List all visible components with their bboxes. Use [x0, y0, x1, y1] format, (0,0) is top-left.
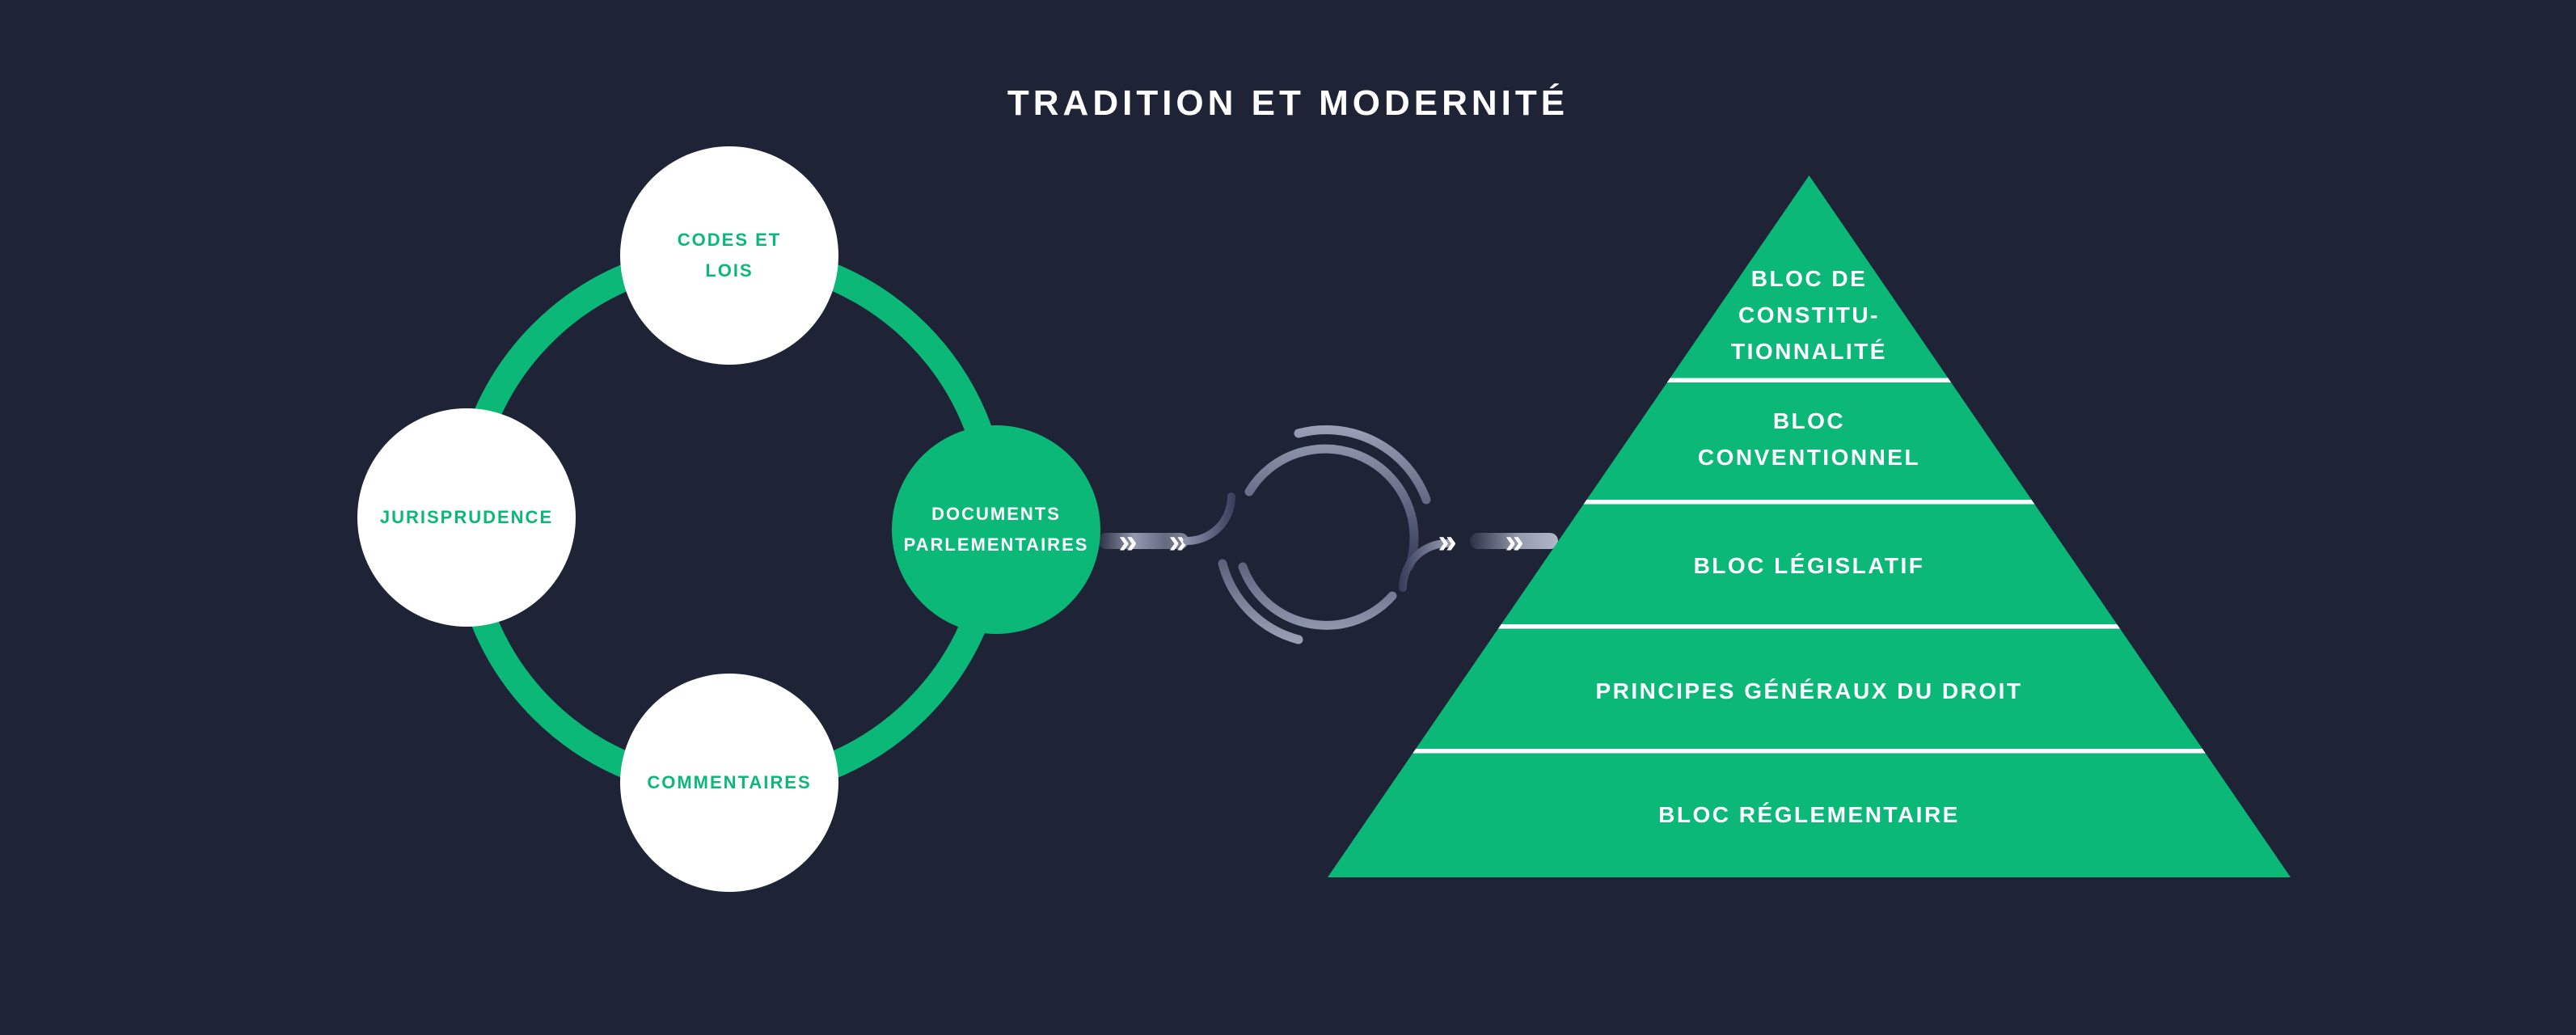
cycle-node-codes-et-lois: CODES ET LOIS [620, 146, 838, 365]
pyramid [1328, 175, 2291, 877]
loop-outer-arc-top [1294, 425, 1431, 505]
pyramid-label-line: TIONNALITÉ [1731, 339, 1887, 364]
chevron-icon: » [1118, 522, 1137, 560]
node-label-line: CODES ET [677, 230, 782, 250]
loop-inner-arc-bottom [1238, 562, 1397, 630]
loop-tail-right [1399, 539, 1451, 592]
chevron-icon: » [1505, 522, 1523, 560]
node-label-line: PARLEMENTAIRES [903, 534, 1089, 555]
flow-band-right: » [1470, 522, 1558, 560]
node-label-line: JURISPRUDENCE [379, 507, 554, 527]
pyramid-label-line: BLOC [1772, 408, 1846, 433]
pyramid-divider [1328, 378, 2291, 382]
pyramid-divider [1328, 624, 2291, 629]
pyramid-divider [1328, 500, 2291, 505]
pyramid-shape [1328, 175, 2291, 877]
loop-inner-arc-top [1244, 444, 1419, 572]
loop-tail-left [1183, 492, 1235, 545]
pyramid-level-label-bloc-conventionnel: BLOC CONVENTIONNEL [1445, 403, 2173, 475]
cycle-loop [1183, 425, 1451, 644]
node-label-line: DOCUMENTS [931, 504, 1061, 524]
pyramid-label-line: PRINCIPES GÉNÉRAUX DU DROIT [1595, 678, 2023, 703]
loop-outer-arc-bottom [1218, 559, 1303, 644]
chevron-icon: » [1168, 522, 1187, 560]
cycle-node-commentaires: COMMENTAIRES [620, 674, 838, 892]
pyramid-level-label-bloc-legislatif: BLOC LÉGISLATIF [1445, 547, 2173, 584]
node-label-line: LOIS [705, 260, 754, 281]
page-title: TRADITION ET MODERNITÉ [1007, 83, 1569, 123]
pyramid-divider [1328, 749, 2291, 754]
node-label-line: COMMENTAIRES [647, 772, 812, 792]
pyramid-label-line: CONSTITU- [1738, 302, 1880, 327]
chevron-icon: » [1438, 522, 1456, 560]
cycle-node-documents-parlementaires: DOCUMENTS PARLEMENTAIRES [892, 425, 1100, 634]
pyramid-level-label-principes-generaux-du-droit: PRINCIPES GÉNÉRAUX DU DROIT [1445, 673, 2173, 709]
pyramid-label-line: CONVENTIONNEL [1697, 445, 1921, 470]
flow-band-left: » » [1098, 522, 1189, 560]
cycle-node-jurisprudence: JURISPRUDENCE [357, 408, 576, 627]
pyramid-level-label-bloc-reglementaire: BLOC RÉGLEMENTAIRE [1445, 796, 2173, 833]
pyramid-label-line: BLOC DE [1750, 266, 1868, 291]
pyramid-level-label-bloc-de-constitutionnalite: BLOC DE CONSTITU- TIONNALITÉ [1445, 260, 2173, 370]
pyramid-label-line: BLOC LÉGISLATIF [1693, 553, 1925, 578]
pyramid-label-line: BLOC RÉGLEMENTAIRE [1658, 802, 1960, 827]
